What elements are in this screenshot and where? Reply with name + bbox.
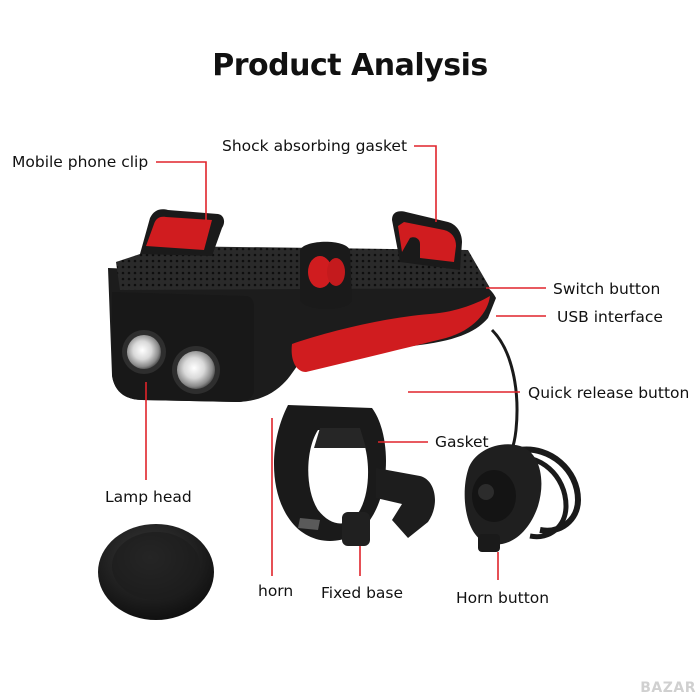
- horn-cable: [490, 328, 519, 464]
- mount-bracket: [274, 405, 435, 546]
- label-horn: horn: [258, 582, 294, 600]
- lamp-body: [108, 241, 496, 402]
- leader-mobile-phone-clip: [156, 161, 207, 220]
- label-usb-interface: USB interface: [557, 308, 663, 326]
- page-title: Product Analysis: [212, 48, 488, 83]
- leader-lines: [145, 145, 546, 580]
- label-fixed-base: Fixed base: [321, 584, 404, 602]
- label-shock-absorbing-gasket: Shock absorbing gasket: [222, 137, 408, 155]
- leader-shock-absorbing-gasket: [414, 145, 437, 222]
- label-lamp-head: Lamp head: [105, 488, 192, 506]
- label-horn-button: Horn button: [456, 589, 550, 607]
- label-gasket: Gasket: [435, 433, 489, 451]
- label-quick-release-button: Quick release button: [528, 384, 690, 402]
- phone-clip-right: [392, 211, 462, 270]
- label-switch-button: Switch button: [553, 280, 661, 298]
- horn-button-remote: [464, 444, 582, 552]
- phone-clip-left: [140, 209, 225, 256]
- label-mobile-phone-clip: Mobile phone clip: [12, 153, 149, 171]
- watermark-logo: BAZAR: [640, 680, 696, 696]
- spare-cap: [98, 524, 214, 620]
